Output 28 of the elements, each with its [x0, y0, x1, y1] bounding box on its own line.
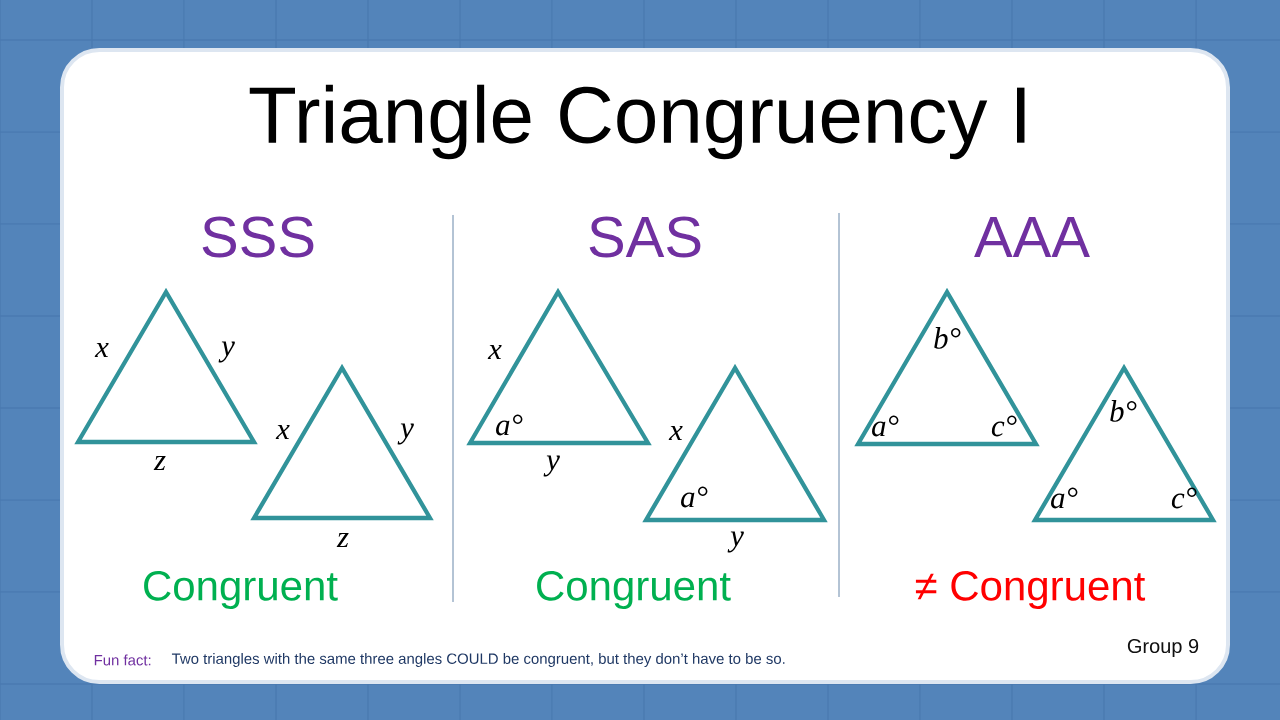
angle-label: b°: [934, 327, 961, 349]
side-label: z: [153, 455, 166, 471]
verdict-text: ≠ Congruent: [915, 571, 1146, 609]
rule-heading: AAA: [974, 217, 1090, 257]
side-label: y: [543, 455, 560, 477]
angle-label: a°: [681, 486, 708, 508]
rule-heading: SAS: [589, 216, 701, 258]
verdict-text: Congruent: [537, 571, 731, 609]
angle-label: a°: [1051, 487, 1078, 509]
side-label: x: [94, 342, 109, 358]
angle-label: b°: [1110, 400, 1137, 422]
group-label: Group 9: [1127, 638, 1199, 658]
angle-label: c°: [1171, 487, 1197, 509]
angle-label: c°: [991, 415, 1017, 437]
rule-heading: SSS: [202, 216, 314, 258]
angle-label: a°: [496, 414, 523, 436]
note-heading: Fun fact:: [94, 654, 151, 666]
verdict-text: Congruent: [144, 571, 338, 609]
side-label: x: [668, 425, 683, 441]
side-label: y: [727, 531, 744, 553]
note-text: Two triangles with the same three angles COULD be congruent, but they don’t have to be so.: [171, 653, 785, 667]
side-label: y: [397, 423, 414, 445]
title: Triangle Congruency I: [249, 84, 1025, 160]
side-label: z: [336, 532, 349, 548]
side-label: y: [218, 341, 235, 363]
side-label: x: [487, 344, 502, 360]
angle-label: a°: [872, 415, 899, 437]
side-label: x: [275, 424, 290, 440]
